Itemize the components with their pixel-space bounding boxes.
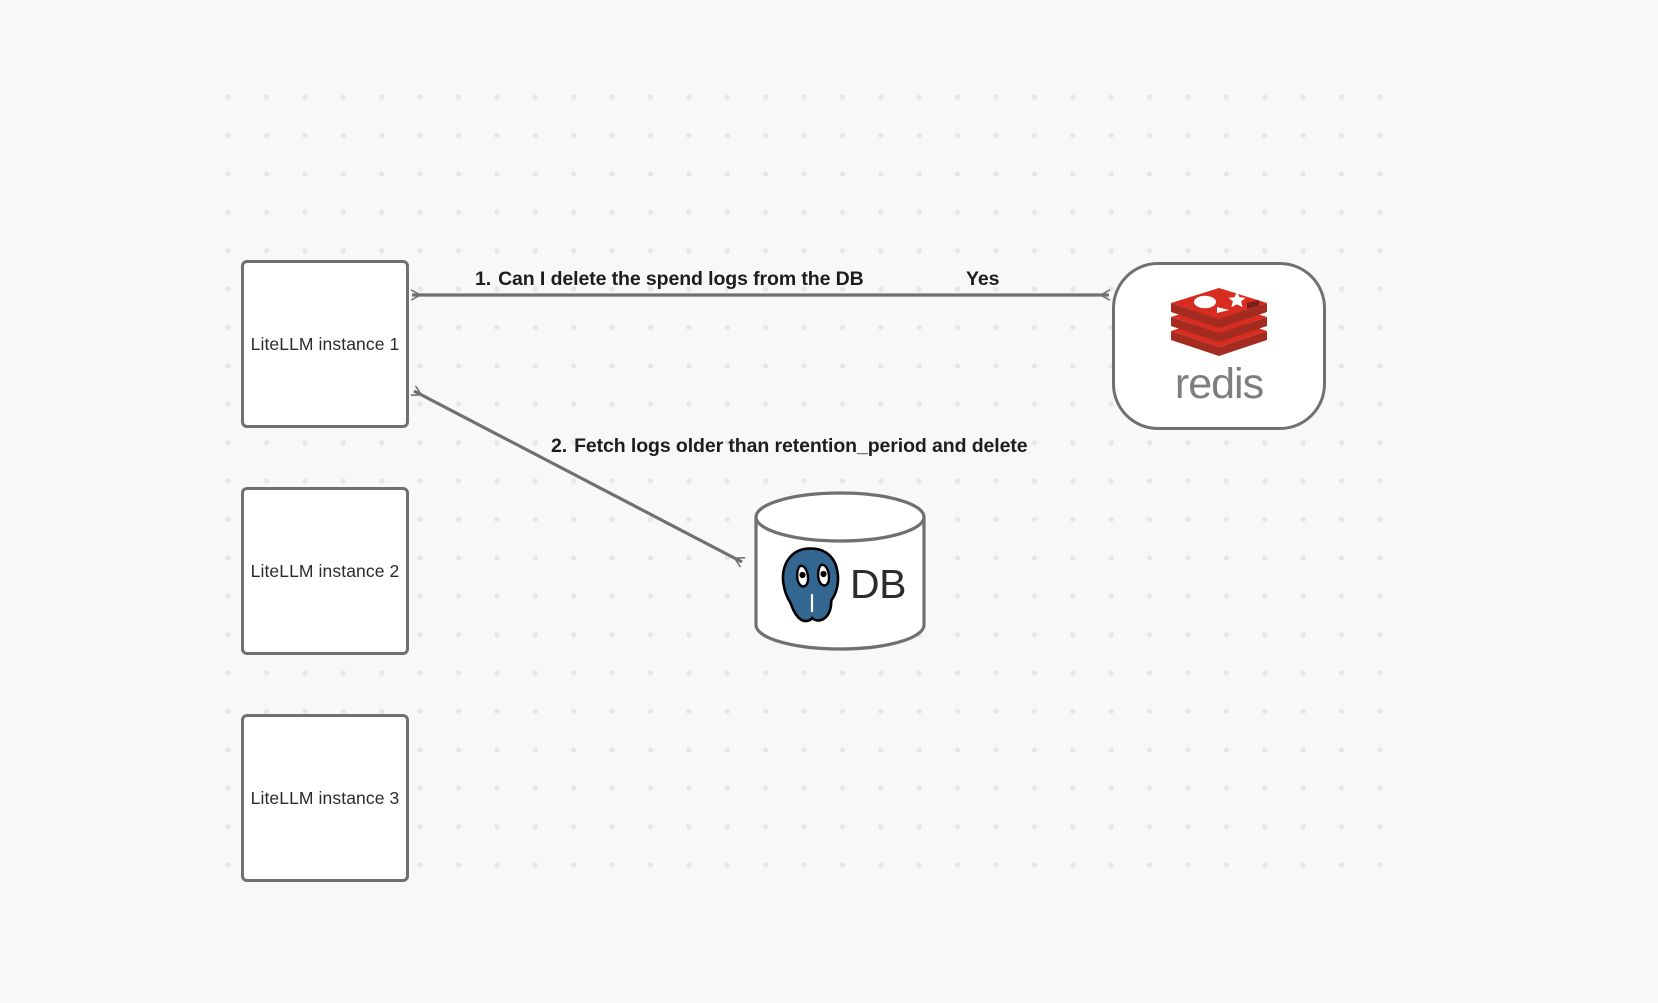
redis-stack-icon (1171, 288, 1267, 356)
node-postgres-db[interactable]: DB (753, 491, 927, 651)
postgres-db-label: DB (850, 560, 906, 607)
edge-reply-text: Yes (966, 268, 1000, 290)
redis-logo: redis (1167, 286, 1271, 406)
postgres-db-content: DB (753, 539, 927, 629)
node-litellm-instance-1[interactable]: LiteLLM instance 1 (241, 260, 409, 428)
node-litellm-instance-3[interactable]: LiteLLM instance 3 (241, 714, 409, 882)
node-redis[interactable]: redis (1112, 262, 1326, 430)
edge-label-step-1: 1. Can I delete the spend logs from the D… (475, 268, 864, 291)
edge-litellm1-db (414, 391, 742, 562)
edge-step-number-1: 1. (475, 268, 492, 290)
node-litellm-instance-3-label: LiteLLM instance 3 (250, 787, 400, 808)
node-litellm-instance-1-label: LiteLLM instance 1 (250, 333, 400, 354)
edge-step-number-2: 2. (551, 435, 568, 457)
edge-label-step-2: 2. Fetch logs older than retention_period… (551, 435, 1028, 458)
postgresql-elephant-icon (781, 547, 840, 623)
edge-step-text-1: Can I delete the spend logs from the DB (498, 268, 864, 290)
edge-step-text-2: Fetch logs older than retention_period a… (574, 435, 1028, 457)
edge-label-redis-reply: Yes (966, 268, 999, 291)
node-litellm-instance-2-label: LiteLLM instance 2 (250, 560, 400, 581)
node-litellm-instance-2[interactable]: LiteLLM instance 2 (241, 487, 409, 655)
redis-wordmark: redis (1174, 360, 1264, 408)
